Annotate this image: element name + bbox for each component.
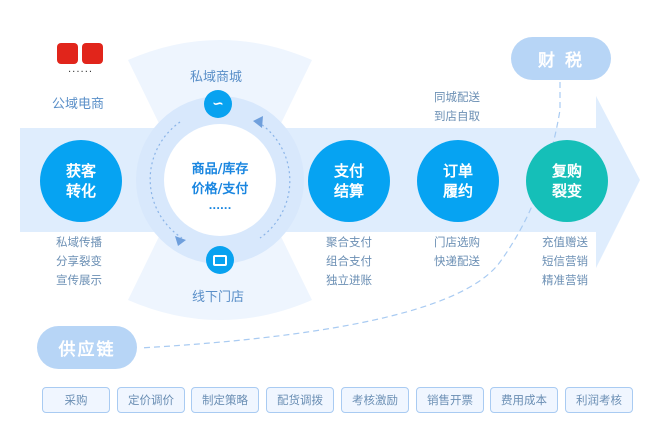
cycle-arrowhead-top <box>253 116 263 128</box>
stage-acquisition-details: 私域传播 分享裂变 宣传展示 <box>56 233 102 290</box>
center-more: ...... <box>208 201 232 212</box>
stage-fulfillment-details: 门店选购 快递配送 <box>434 233 480 271</box>
supply-item: 费用成本 <box>490 387 558 413</box>
supply-item: 定价调价 <box>117 387 185 413</box>
detail-item: 快递配送 <box>434 254 480 268</box>
supply-item: 考核激励 <box>341 387 409 413</box>
center-line2: 价格/支付 <box>191 182 249 197</box>
detail-item: 充值赠送 <box>542 235 588 249</box>
detail-item: 同城配送 <box>434 90 480 104</box>
stage-title-line1: 获客 <box>65 162 96 180</box>
tmall-logo-icon <box>82 43 103 64</box>
stage-title-line2: 转化 <box>65 182 96 200</box>
detail-item: 分享裂变 <box>56 254 102 268</box>
private-mall-label: 私域商城 <box>190 70 243 85</box>
detail-item: 到店自取 <box>434 109 480 123</box>
stage-title-line2: 裂变 <box>551 182 582 200</box>
public-more: ...... <box>68 64 94 75</box>
offline-store-label: 线下门店 <box>192 290 245 305</box>
stage-fulfillment-extra: 同城配送 到店自取 <box>434 88 480 126</box>
stage-title-line1: 订单 <box>442 162 473 180</box>
supply-item: 销售开票 <box>416 387 484 413</box>
stage-title-line2: 履约 <box>442 182 473 200</box>
detail-item: 独立进账 <box>326 273 372 287</box>
detail-item: 私域传播 <box>56 235 102 249</box>
detail-item: 精准营销 <box>542 273 588 287</box>
mini-program-icon: ∽ <box>204 90 232 118</box>
detail-item: 聚合支付 <box>326 235 372 249</box>
store-icon <box>206 246 234 274</box>
center-core: 商品/库存 价格/支付 ...... <box>176 160 264 214</box>
stage-payment: 支付 结算 <box>308 140 390 222</box>
stage-acquisition: 获客 转化 <box>40 140 122 222</box>
supply-item: 利润考核 <box>565 387 633 413</box>
stage-title-line2: 结算 <box>333 182 364 200</box>
detail-item: 组合支付 <box>326 254 372 268</box>
stage-repurchase: 复购 裂变 <box>526 140 608 222</box>
center-disc <box>164 124 276 236</box>
jd-logo-icon <box>57 43 78 64</box>
center-line1: 商品/库存 <box>191 162 249 177</box>
cycle-arrowhead-bottom <box>175 236 186 246</box>
stage-payment-details: 聚合支付 组合支付 独立进账 <box>326 233 372 290</box>
stage-repurchase-details: 充值赠送 短信营销 精准营销 <box>542 233 588 290</box>
finance-connector <box>139 82 561 349</box>
stage-title-line1: 支付 <box>333 162 364 180</box>
supply-item: 配货调拨 <box>266 387 334 413</box>
public-domain-label: 公域电商 <box>52 97 105 112</box>
supply-item: 采购 <box>42 387 110 413</box>
stage-fulfillment: 订单 履约 <box>417 140 499 222</box>
detail-item: 短信营销 <box>542 254 588 268</box>
detail-item: 宣传展示 <box>56 273 102 287</box>
supply-item: 制定策略 <box>191 387 259 413</box>
detail-item: 门店选购 <box>434 235 480 249</box>
finance-tax-pill: 财 税 <box>511 37 611 80</box>
supply-chain-pill: 供应链 <box>37 326 137 369</box>
stage-title-line1: 复购 <box>551 162 582 180</box>
